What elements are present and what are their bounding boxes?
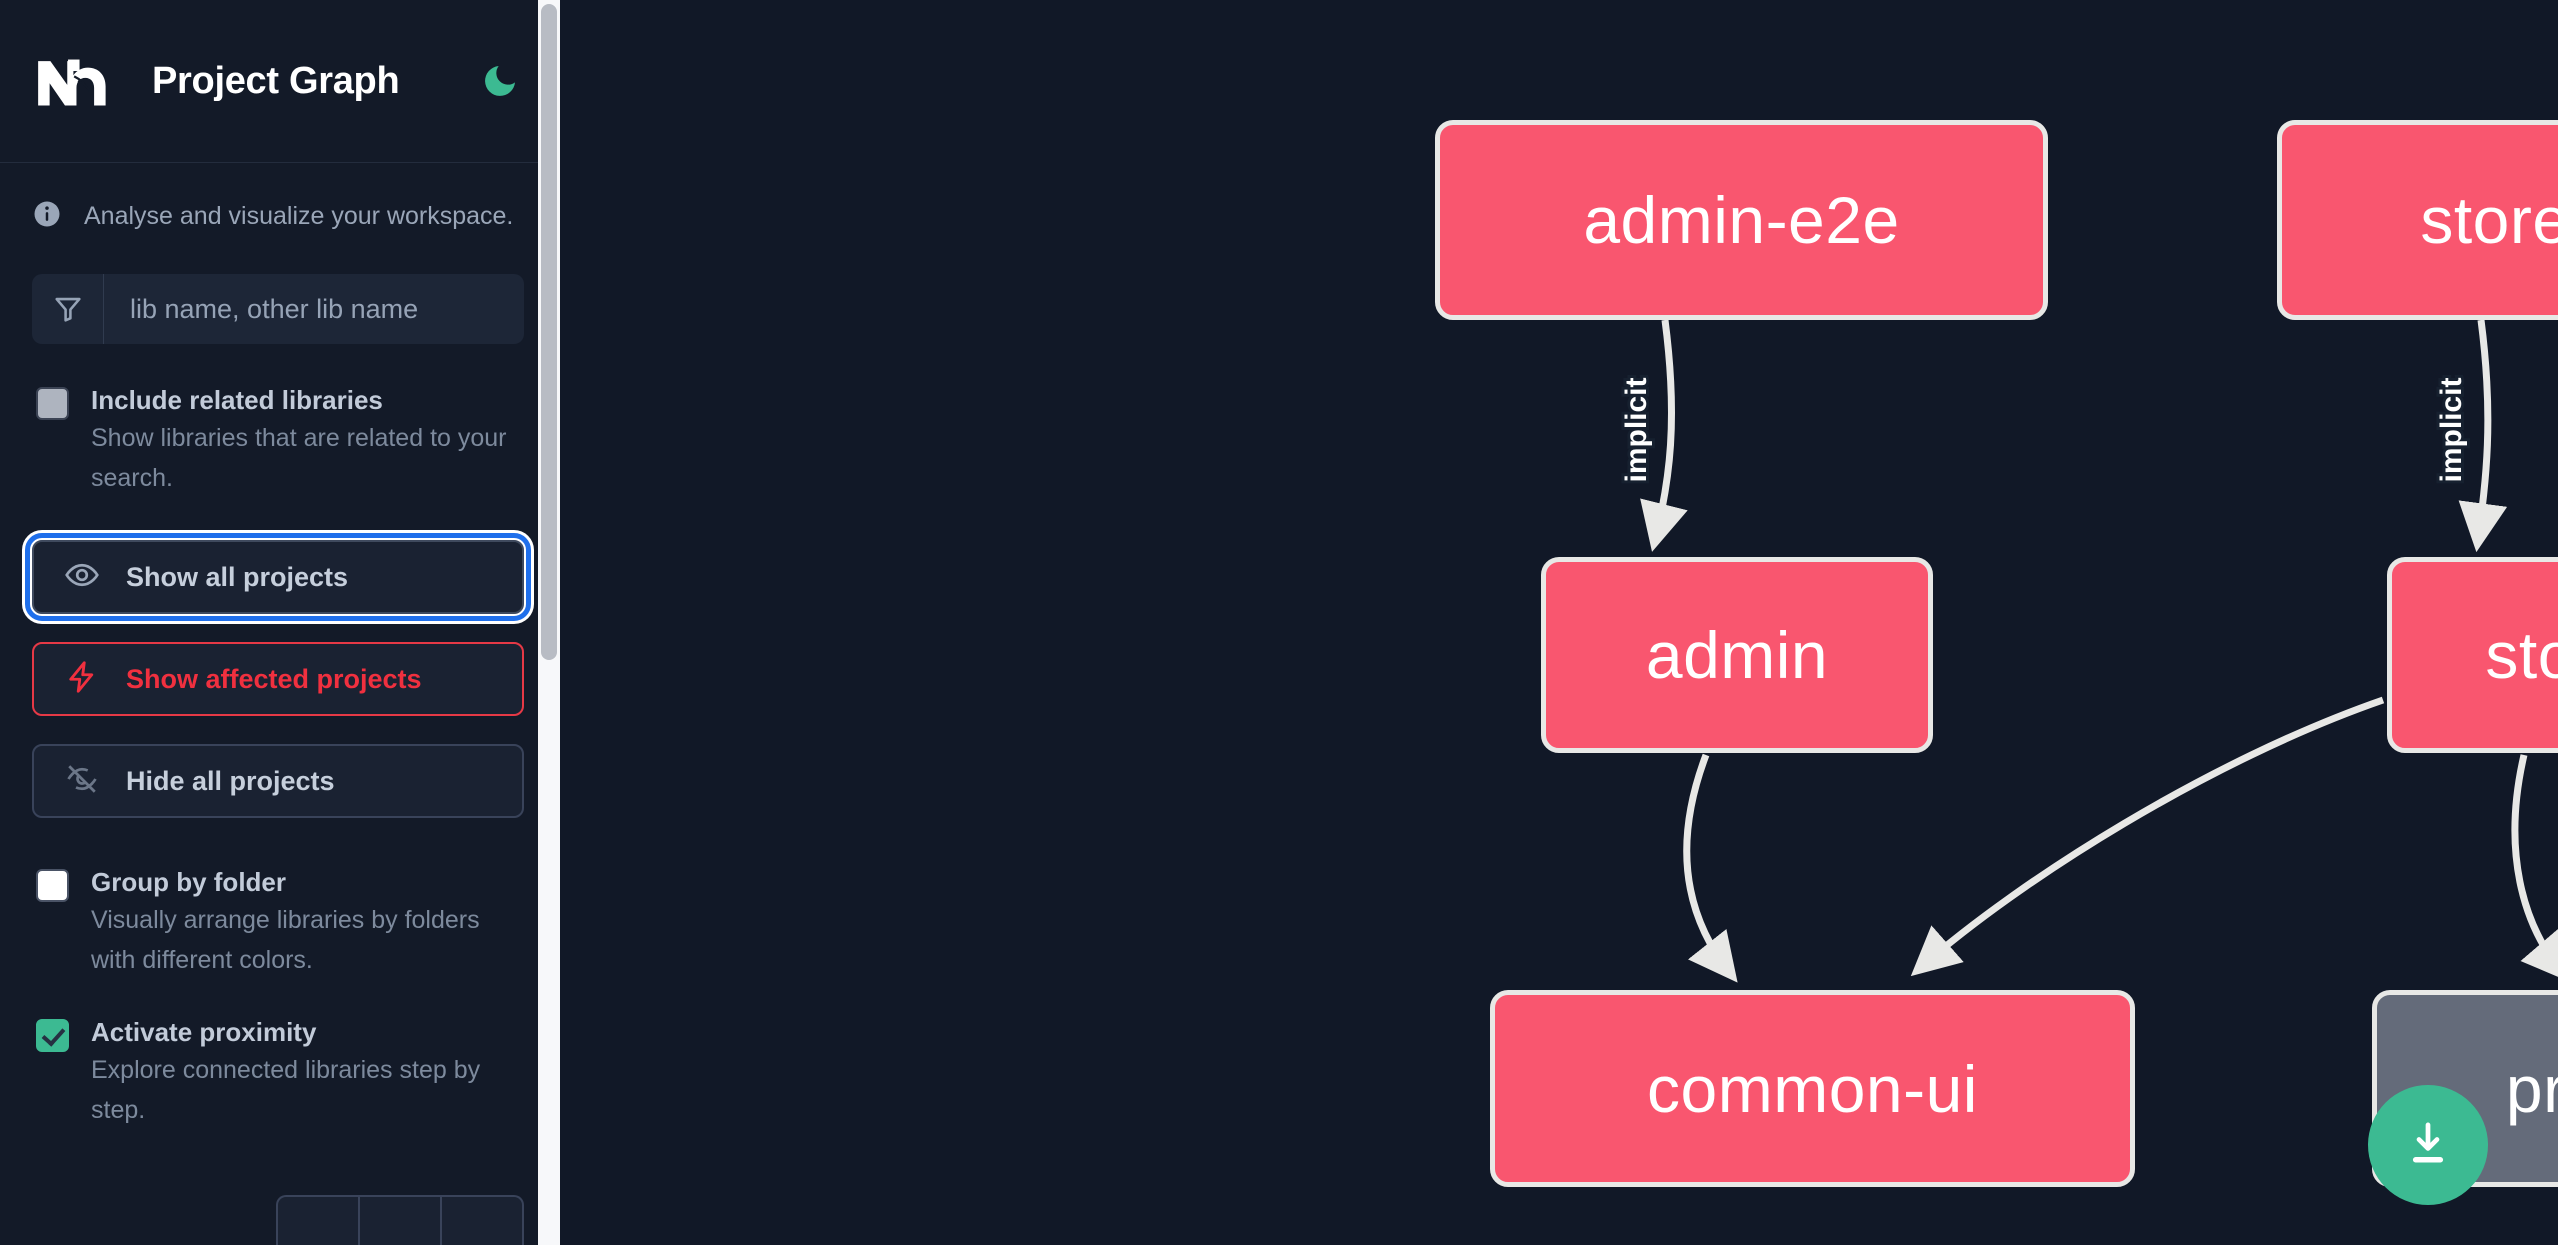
info-icon — [32, 199, 62, 234]
moon-icon[interactable] — [474, 55, 526, 107]
option-title: Activate proximity — [91, 1017, 317, 1047]
edge-store-to-products — [2511, 754, 2558, 983]
sidebar: Project Graph Analyse and visualize your… — [0, 0, 560, 1245]
nx-logo-icon — [32, 50, 124, 112]
hide-all-projects-button[interactable]: Hide all projects — [32, 744, 524, 818]
sidebar-header: Project Graph — [0, 0, 560, 163]
option-description: Show libraries that are related to your … — [91, 424, 507, 492]
sidebar-scrollbar[interactable] — [538, 0, 560, 1245]
option-description: Explore connected libraries step by step… — [91, 1056, 481, 1124]
option-title: Include related libraries — [91, 385, 383, 415]
show-affected-projects-label: Show affected projects — [126, 663, 422, 694]
filter-row — [0, 234, 560, 344]
graph-node-label: admin-e2e — [1583, 183, 1900, 257]
graph-node-label: store-e2e — [2420, 183, 2558, 257]
checkbox-include-related-libraries — [36, 387, 69, 420]
graph-node-label: products — [2505, 1051, 2558, 1126]
edge-label-implicit: implicit — [1620, 377, 1653, 482]
edge-admin-e2e-to-admin — [1640, 319, 1688, 552]
graph-edges: implicit implicit — [1617, 319, 2558, 983]
option-activate-proximity[interactable]: Activate proximity Explore connected lib… — [0, 980, 560, 1130]
proximity-stepper-control — [0, 1195, 560, 1245]
edge-admin-to-common-ui — [1683, 753, 1738, 983]
project-visibility-buttons: Show all projects Show affected projects — [0, 498, 560, 818]
graph-node-label: admin — [1645, 618, 1829, 692]
proximity-step-increase[interactable] — [442, 1197, 522, 1245]
show-affected-projects-button[interactable]: Show affected projects — [32, 642, 524, 716]
option-include-related-libraries[interactable]: Include related libraries Show libraries… — [0, 344, 560, 498]
proximity-step-value[interactable] — [360, 1197, 442, 1245]
option-description: Visually arrange libraries by folders wi… — [91, 906, 480, 974]
page-title: Project Graph — [152, 59, 400, 102]
download-icon — [2401, 1117, 2455, 1174]
proximity-step-decrease[interactable] — [278, 1197, 360, 1245]
graph-node-admin[interactable]: admin — [1541, 557, 1933, 753]
filter-box[interactable] — [32, 274, 524, 344]
option-title: Group by folder — [91, 867, 286, 897]
option-group-by-folder[interactable]: Group by folder Visually arrange librari… — [0, 818, 560, 980]
graph-node-admin-e2e[interactable]: admin-e2e — [1435, 120, 2048, 320]
eye-icon — [64, 557, 100, 598]
lightning-bolt-icon — [64, 659, 100, 700]
show-all-projects-button[interactable]: Show all projects — [25, 533, 531, 621]
eye-off-icon — [64, 761, 100, 802]
graph-node-label: store — [2485, 618, 2558, 692]
sidebar-subtitle: Analyse and visualize your workspace. — [0, 163, 560, 234]
sidebar-scrollbar-thumb[interactable] — [541, 4, 557, 660]
download-graph-button[interactable] — [2368, 1085, 2488, 1205]
graph-node-common-ui[interactable]: common-ui — [1490, 990, 2135, 1187]
filter-funnel-icon — [32, 274, 104, 344]
search-input[interactable] — [104, 274, 524, 344]
checkbox-group-by-folder — [36, 869, 69, 902]
graph-canvas[interactable]: implicit implicit admin-e2e store-e2e ad… — [560, 0, 2558, 1245]
edge-store-e2e-to-store — [2458, 319, 2508, 553]
graph-node-store-e2e[interactable]: store-e2e — [2277, 120, 2558, 320]
hide-all-projects-label: Hide all projects — [126, 765, 335, 796]
edge-store-to-common-ui — [1910, 696, 2385, 977]
checkbox-activate-proximity — [36, 1019, 69, 1052]
edge-label-implicit: implicit — [2435, 377, 2468, 482]
sidebar-subtitle-text: Analyse and visualize your workspace. — [84, 202, 514, 230]
graph-node-label: common-ui — [1647, 1051, 1978, 1126]
show-all-projects-label: Show all projects — [126, 561, 349, 592]
graph-node-store[interactable]: store — [2387, 557, 2558, 753]
